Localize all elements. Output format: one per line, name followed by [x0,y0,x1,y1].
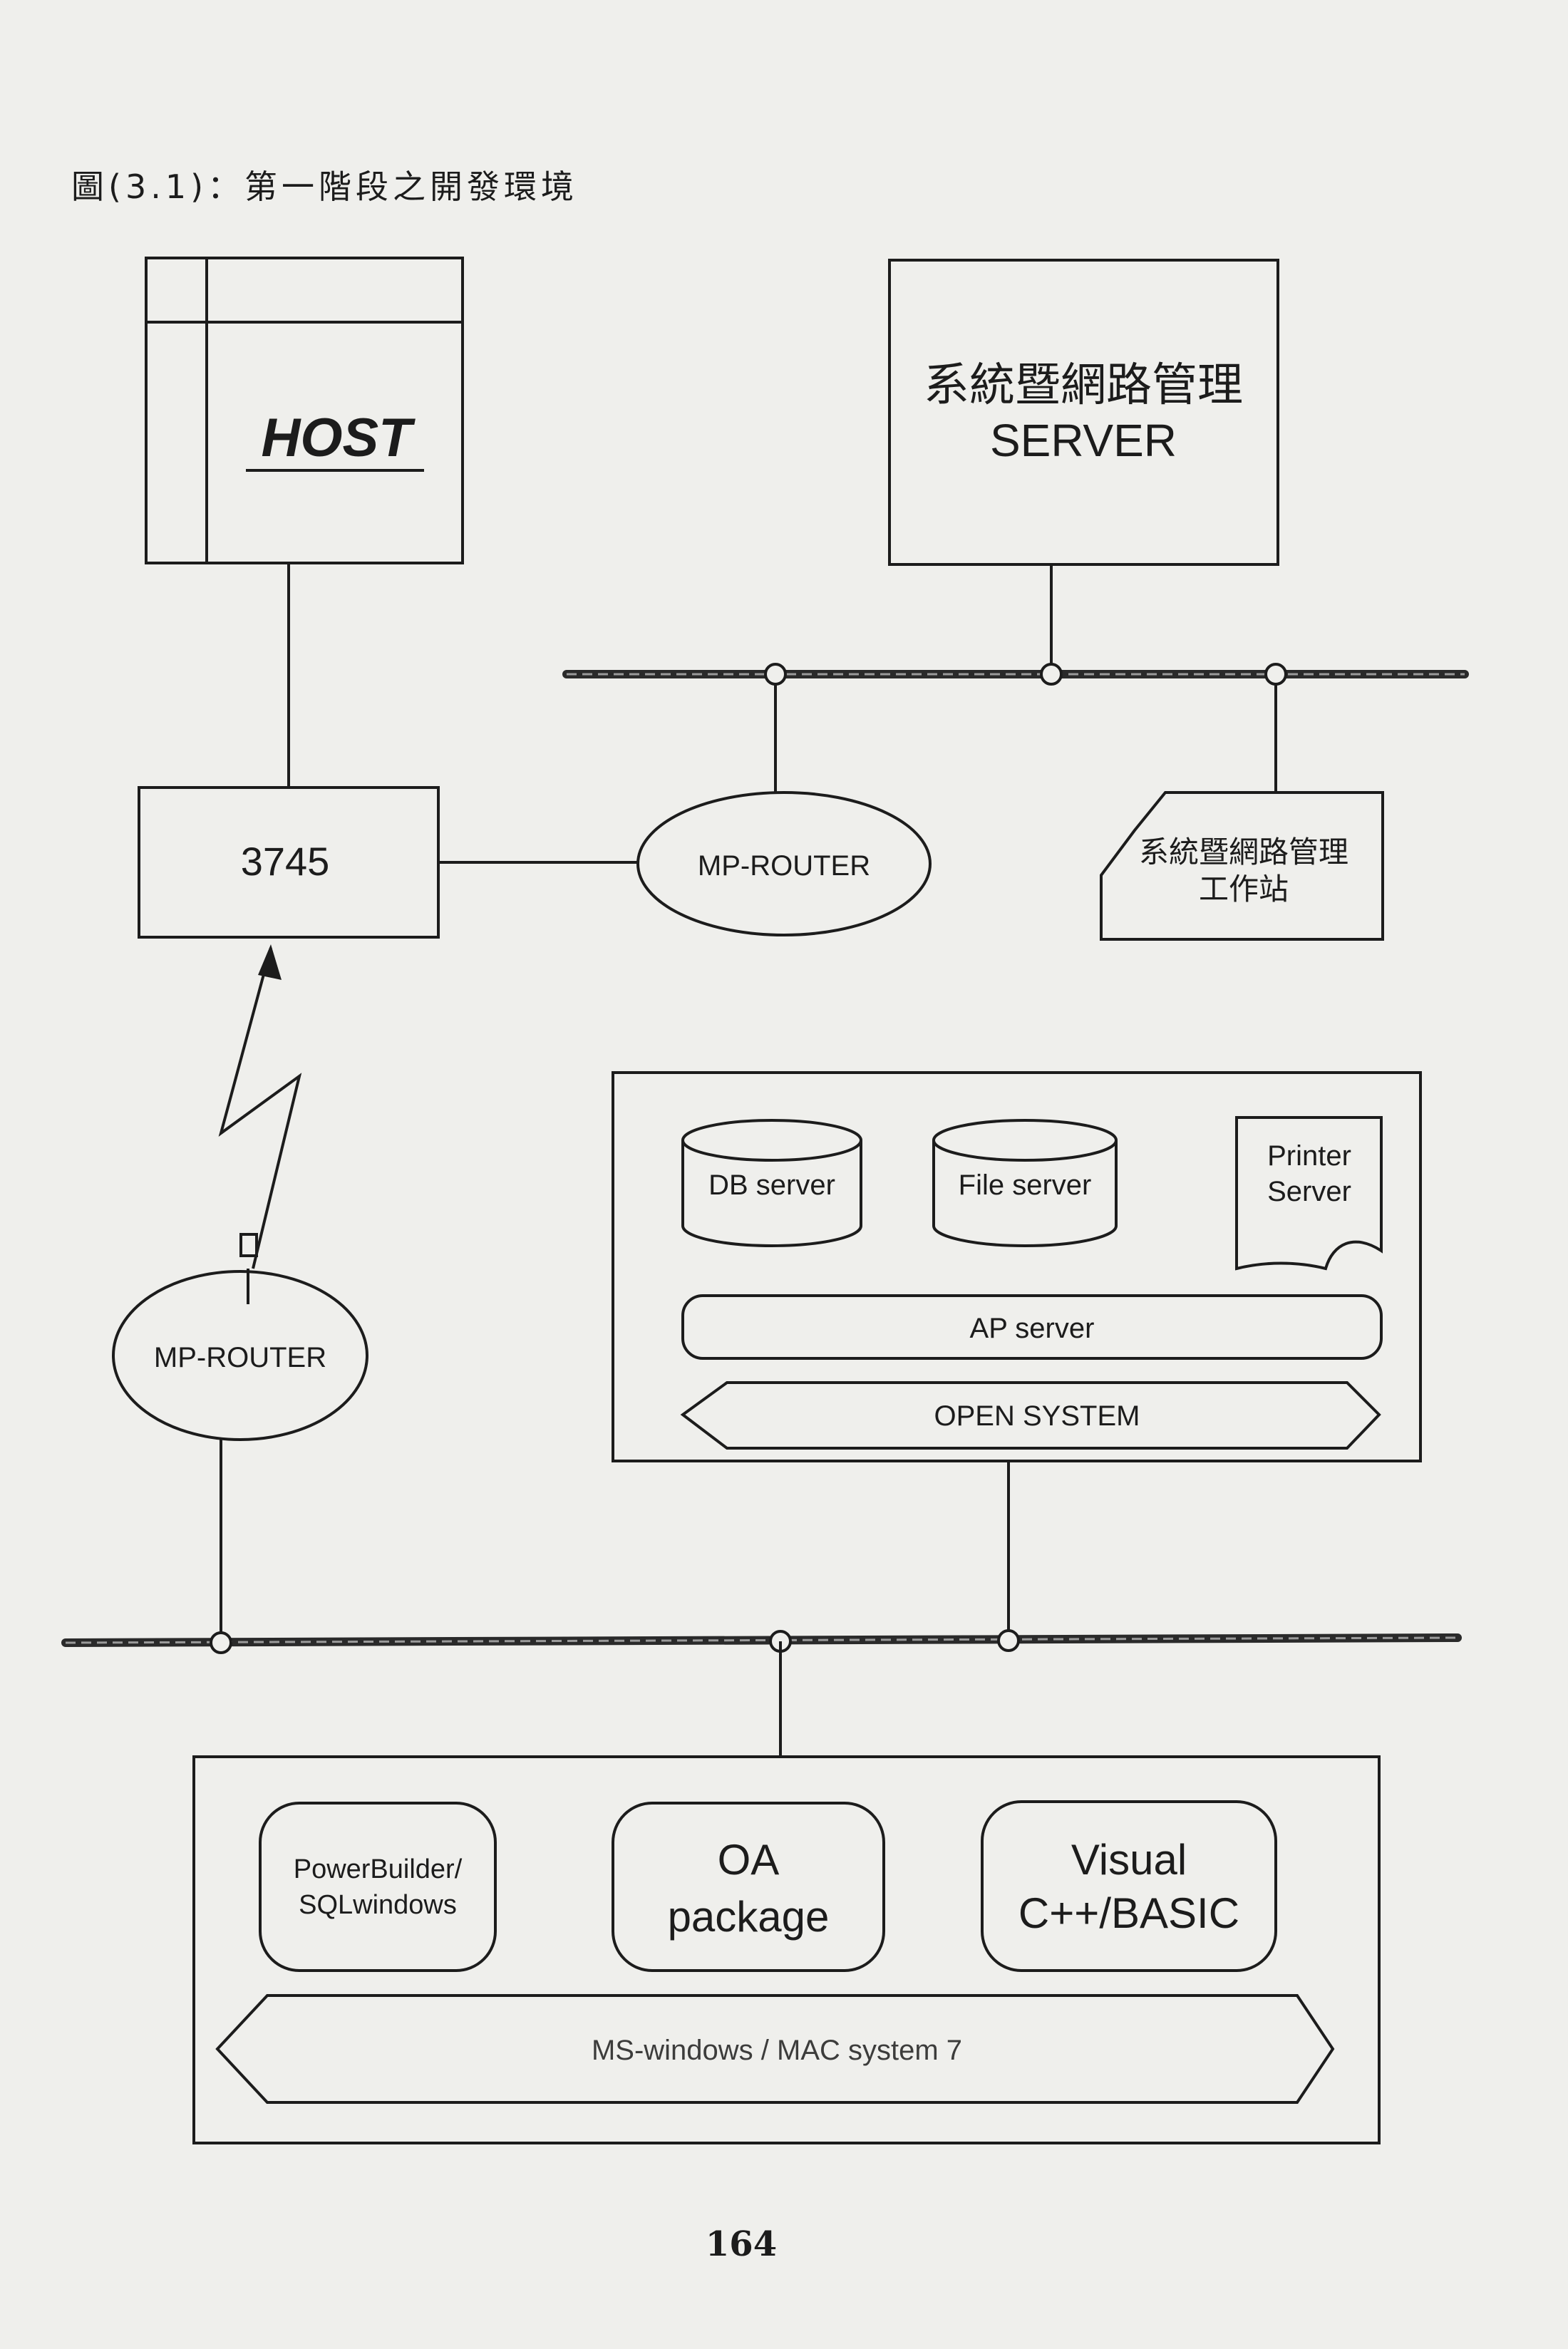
workstation-label-2: 工作站 [1199,872,1289,907]
bus-tap [764,663,787,686]
server-label-cjk: 系統暨網路管理 [924,359,1243,412]
management-workstation: 系統暨網路管理 工作站 [1100,791,1384,941]
bottom-lan-bus [61,1633,1462,1647]
controller-3745-label: 3745 [241,839,330,884]
client-tool-oa-label-1: OA [718,1836,780,1884]
server-label: SERVER [990,415,1177,466]
client-tool-visual-label-2: C++/BASIC [1018,1889,1239,1937]
host-label: HOST [261,408,416,468]
wireless-link [218,944,302,1304]
printer-server: Printer Server [1235,1116,1383,1271]
client-tool-powerbuilder: PowerBuilder/ SQLwindows [259,1802,497,1972]
open-system-label: OPEN SYSTEM [934,1400,1140,1432]
file-server: File server [932,1119,1118,1247]
printer-server-label-1: Printer [1267,1140,1351,1172]
client-tool-visual-cpp-basic: Visual C++/BASIC [981,1800,1277,1972]
controller-3745: 3745 [138,786,440,939]
db-server-label: DB server [708,1170,835,1201]
client-os: MS-windows / MAC system 7 [215,1994,1335,2104]
file-server-label: File server [959,1170,1092,1201]
db-server: DB server [681,1119,862,1247]
mp-router-left-label: MP-ROUTER [154,1342,326,1373]
printer-server-label-2: Server [1267,1176,1351,1207]
bus-tap [1264,663,1287,686]
client-tool-visual-label-1: Visual [1071,1836,1187,1884]
client-os-label: MS-windows / MAC system 7 [592,2035,962,2066]
workstation-label-1: 系統暨網路管理 [1139,835,1348,869]
mp-router-top-label: MP-ROUTER [698,850,870,882]
host-mainframe: HOST [145,257,464,564]
bus-tap [1040,663,1063,686]
network-management-server: 系統暨網路管理 SERVER [888,259,1279,566]
page-number: 164 [706,2224,777,2264]
client-tool-oa-label-2: package [668,1893,830,1941]
client-tool-powerbuilder-label-1: PowerBuilder/ [294,1854,463,1884]
mp-router-left: MP-ROUTER [112,1270,368,1441]
client-tool-powerbuilder-label-2: SQLwindows [299,1890,457,1920]
bus-tap [210,1631,232,1654]
mp-router-top: MP-ROUTER [636,791,932,936]
client-tool-oa-package: OA package [612,1802,885,1972]
server-cluster: DB server File server Printer Server AP … [612,1071,1422,1462]
bus-tap [997,1629,1020,1652]
open-system: OPEN SYSTEM [680,1381,1381,1450]
figure-caption: 圖(3.1)：第一階段之開發環境 [71,167,578,206]
client-environment: PowerBuilder/ SQLwindows OA package Visu… [192,1755,1381,2144]
ap-server: AP server [681,1294,1383,1360]
ap-server-label: AP server [970,1313,1095,1344]
